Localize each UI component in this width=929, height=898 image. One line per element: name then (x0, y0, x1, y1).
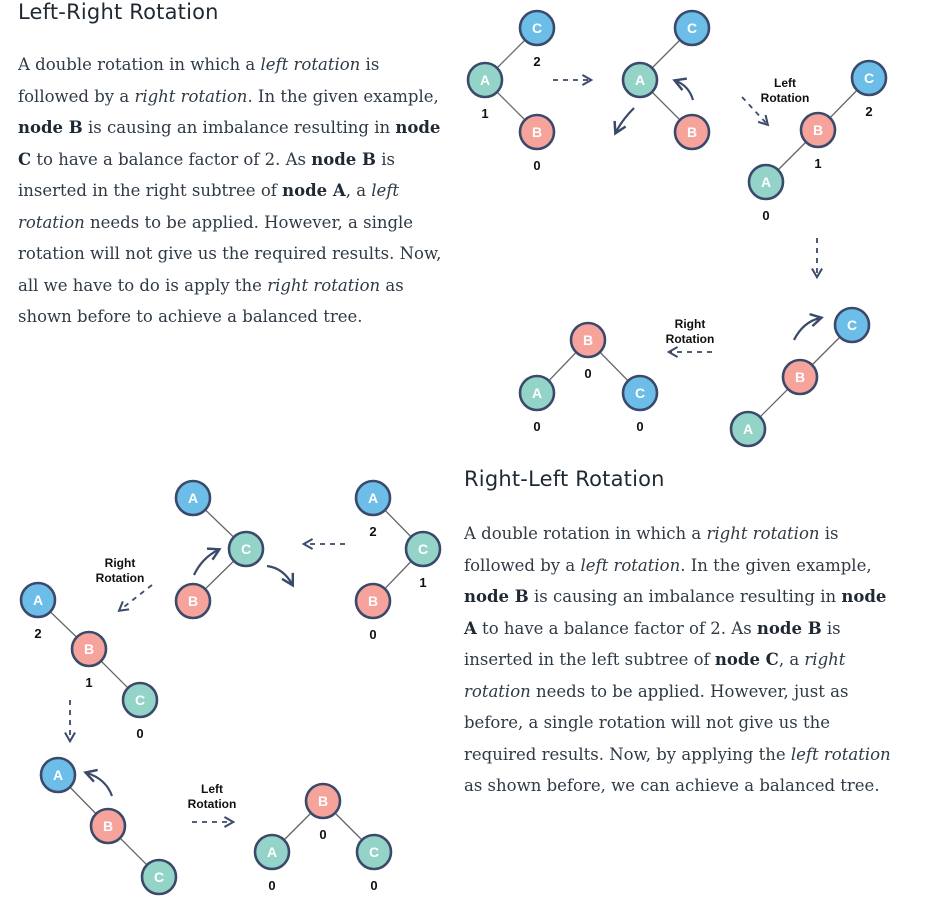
node-key: B (583, 332, 593, 348)
tree-node-c: C (355, 833, 393, 871)
right-left-paragraph: A double rotation in which a right rotat… (464, 524, 891, 795)
node-key: B (188, 593, 198, 609)
rotation-label: Right (105, 556, 136, 570)
tree-node-b: B (354, 582, 392, 620)
node-key: B (368, 593, 378, 609)
rotation-label: Rotation (666, 332, 715, 346)
balance-factor: 0 (584, 366, 591, 381)
node-key: C (241, 541, 251, 557)
tree-node-a: A (39, 756, 77, 794)
next-step-arrow (741, 96, 770, 127)
tree-node-b: B (518, 113, 556, 151)
rotation-label: Rotation (188, 797, 237, 811)
tree-node-a: A (747, 163, 785, 201)
balance-factor: 0 (762, 208, 769, 223)
tree-node-b: B (673, 113, 711, 151)
node-key: C (847, 317, 857, 333)
balance-factor: 2 (369, 524, 376, 539)
balance-factor: 0 (636, 419, 643, 434)
next-step-arrow (117, 584, 153, 613)
tree-node-c: C (673, 9, 711, 47)
tree-node-c: C (227, 530, 265, 568)
tree-node-a: A (621, 61, 659, 99)
tree-node-c: C (121, 681, 159, 719)
tree-node-b: B (781, 358, 819, 396)
rotation-arrow (83, 768, 114, 797)
rotation-arrow (793, 312, 824, 341)
tree-node-c: C (140, 858, 178, 896)
tree-node-a: A (174, 479, 212, 517)
node-key: B (687, 124, 697, 140)
node-key: A (188, 490, 198, 506)
right-left-title: Right-Left Rotation (464, 467, 665, 491)
node-key: A (53, 767, 63, 783)
tree-node-c: C (850, 59, 888, 97)
balance-factor: 0 (370, 878, 377, 893)
balance-factor: 1 (419, 575, 426, 590)
left-right-paragraph: A double rotation in which a left rotati… (18, 55, 442, 326)
node-key: A (480, 72, 490, 88)
node-key: A (635, 72, 645, 88)
tree-node-c: C (404, 530, 442, 568)
tree-node-b: B (89, 807, 127, 845)
balance-factor: 0 (369, 627, 376, 642)
balance-factor: 0 (533, 158, 540, 173)
balance-factor: 1 (481, 106, 488, 121)
node-key: C (532, 20, 542, 36)
rotation-arrow (613, 107, 635, 136)
node-key: C (154, 869, 164, 885)
balance-factor: 0 (268, 878, 275, 893)
rotation-arrow (266, 564, 295, 588)
node-key: B (84, 641, 94, 657)
node-key: A (368, 490, 378, 506)
tree-node-a: A (19, 581, 57, 619)
rotation-arrow (193, 547, 222, 576)
tree-node-c: C (621, 374, 659, 412)
tree-node-b: B (304, 782, 342, 820)
node-key: A (267, 844, 277, 860)
rotation-label: Rotation (96, 571, 145, 585)
node-key: C (635, 385, 645, 401)
balance-factor: 1 (814, 156, 821, 171)
balance-factor: 2 (865, 104, 872, 119)
left-right-title: Left-Right Rotation (18, 0, 219, 24)
tree-node-a: A (729, 410, 767, 448)
rotation-label: Left (774, 76, 796, 90)
node-key: C (135, 692, 145, 708)
rotation-label: Rotation (761, 91, 810, 105)
node-key: A (743, 421, 753, 437)
balance-factor: 0 (136, 726, 143, 741)
balance-factor: 0 (319, 827, 326, 842)
node-key: A (33, 592, 43, 608)
node-key: C (687, 20, 697, 36)
tree-node-c: C (518, 9, 556, 47)
rotation-label: Left (201, 782, 223, 796)
node-key: B (532, 124, 542, 140)
balance-factor: 2 (533, 54, 540, 69)
node-key: C (369, 844, 379, 860)
rotation-label: Right (675, 317, 706, 331)
node-key: C (864, 70, 874, 86)
node-key: A (761, 174, 771, 190)
balance-factor: 0 (533, 419, 540, 434)
tree-node-a: A (354, 479, 392, 517)
tree-node-c: C (833, 306, 871, 344)
rotation-arrow (672, 77, 695, 101)
node-key: C (418, 541, 428, 557)
tree-node-a: A (518, 374, 556, 412)
node-key: B (318, 793, 328, 809)
tree-node-b: B (70, 630, 108, 668)
balance-factor: 2 (34, 626, 41, 641)
tree-node-a: A (466, 61, 504, 99)
tree-node-b: B (569, 321, 607, 359)
tree-node-b: B (174, 582, 212, 620)
node-key: B (813, 122, 823, 138)
node-key: B (103, 818, 113, 834)
tree-node-b: B (799, 111, 837, 149)
tree-node-a: A (253, 833, 291, 871)
node-key: A (532, 385, 542, 401)
node-key: B (795, 369, 805, 385)
balance-factor: 1 (85, 675, 92, 690)
